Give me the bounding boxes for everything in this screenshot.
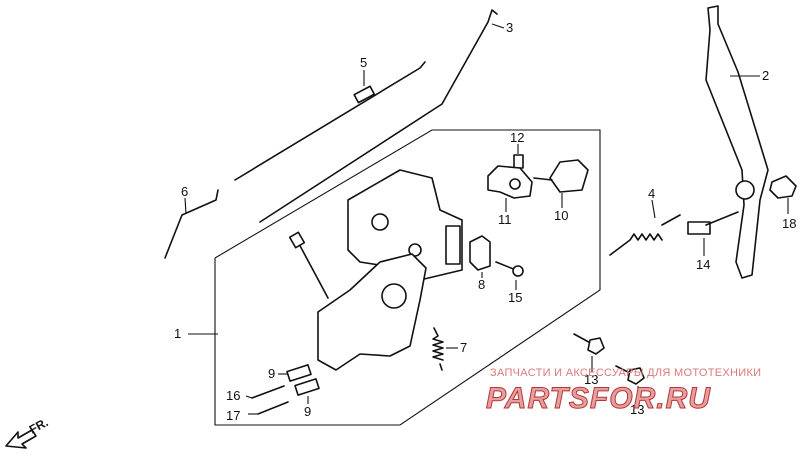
callout-11: 11 bbox=[498, 212, 512, 227]
callout-18: 18 bbox=[782, 216, 796, 231]
rod-6 bbox=[164, 189, 219, 259]
clamp-11-hole bbox=[509, 178, 521, 190]
callout-4: 4 bbox=[648, 186, 655, 201]
callout-13b: 13 bbox=[630, 402, 644, 417]
pin-16 bbox=[251, 385, 285, 399]
leader-16 bbox=[245, 395, 253, 399]
screw-12 bbox=[513, 154, 524, 169]
callout-9a: 9 bbox=[268, 366, 275, 381]
bolt-13a-head bbox=[587, 337, 605, 355]
screw-15 bbox=[495, 261, 517, 271]
lever-2-pivot bbox=[735, 180, 755, 200]
control-plate bbox=[317, 253, 427, 371]
callout-8: 8 bbox=[478, 277, 485, 292]
callout-10: 10 bbox=[554, 208, 568, 223]
control-hub bbox=[381, 283, 407, 309]
callout-16: 16 bbox=[226, 388, 240, 403]
spring-9a bbox=[286, 364, 312, 382]
bolt-13b-head bbox=[627, 367, 645, 385]
watermark-brand: PARTSFOR.RU bbox=[486, 382, 711, 415]
bracket-tab bbox=[445, 225, 461, 265]
bracket-8 bbox=[469, 235, 491, 271]
bracket-plate bbox=[347, 169, 463, 281]
leader-6 bbox=[184, 197, 187, 215]
leader-4 bbox=[651, 199, 656, 219]
nut-18 bbox=[769, 175, 797, 199]
spring-9b bbox=[294, 378, 320, 396]
callout-5: 5 bbox=[360, 55, 367, 70]
rod-3 bbox=[259, 9, 498, 223]
bracket-hole-1 bbox=[371, 213, 389, 231]
watermark-tagline: ЗАПЧАСТИ И АКСЕССУАРЫ ДЛЯ МОТОТЕХНИКИ bbox=[490, 367, 761, 379]
plate-14 bbox=[687, 221, 711, 235]
assembly-frame bbox=[214, 129, 601, 426]
callout-2: 2 bbox=[762, 68, 769, 83]
switch-10-lead bbox=[533, 177, 553, 181]
leader-3 bbox=[491, 23, 505, 29]
bolt-14 bbox=[705, 211, 739, 226]
rod-5 bbox=[234, 61, 426, 181]
control-arm-tip bbox=[288, 231, 306, 249]
callout-9b: 9 bbox=[304, 404, 311, 419]
callout-13a: 13 bbox=[584, 372, 598, 387]
callout-3: 3 bbox=[506, 20, 513, 35]
callout-17: 17 bbox=[226, 408, 240, 423]
spring-7 bbox=[432, 327, 444, 371]
direction-arrow bbox=[5, 429, 37, 449]
callout-12: 12 bbox=[510, 130, 524, 145]
spring-5 bbox=[353, 85, 376, 104]
callout-15: 15 bbox=[508, 290, 522, 305]
callout-6: 6 bbox=[181, 184, 188, 199]
switch-10 bbox=[549, 159, 589, 193]
callout-1: 1 bbox=[174, 326, 181, 341]
callout-7: 7 bbox=[460, 340, 467, 355]
control-arm bbox=[297, 241, 329, 299]
spring-4 bbox=[609, 214, 681, 256]
lever-2 bbox=[705, 5, 769, 279]
callout-14: 14 bbox=[696, 257, 710, 272]
pin-17 bbox=[257, 401, 289, 415]
screw-15-head bbox=[512, 265, 524, 277]
